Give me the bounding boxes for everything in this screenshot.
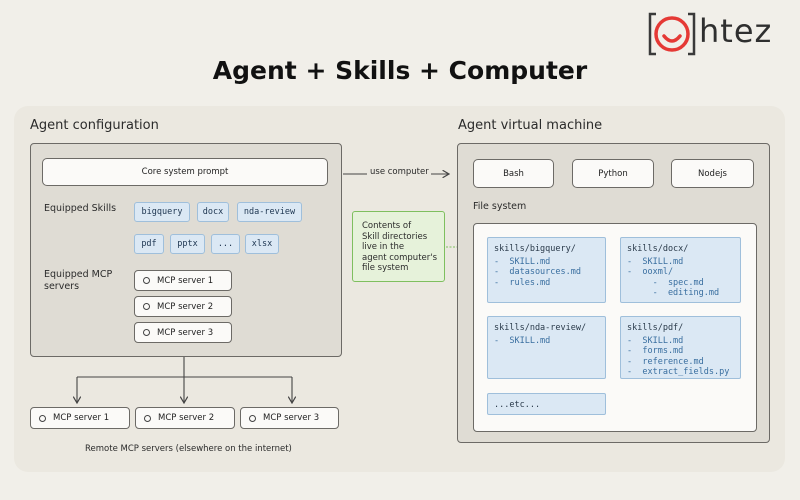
file-entry: - SKILL.md: [627, 256, 684, 267]
nodejs-tool-box: Nodejs: [671, 159, 754, 188]
circle-icon: [249, 414, 256, 422]
mcp-server-label: MCP server 1: [157, 275, 214, 286]
mcp-server-item: MCP server 1: [134, 270, 232, 291]
circle-icon: [39, 414, 46, 422]
file-entry: - SKILL.md: [494, 335, 551, 346]
logo-icon: [648, 12, 696, 56]
directory-name: skills/bigquery/: [494, 244, 576, 254]
file-entry: - forms.md: [627, 346, 684, 356]
equipped-skills-label: Equipped Skills: [44, 203, 117, 214]
page-title: Agent + Skills + Computer: [212, 56, 588, 85]
file-entry: - rules.md: [494, 277, 551, 288]
remote-mcp-server: MCP server 2: [135, 407, 235, 429]
bash-tool-box: Bash: [473, 159, 554, 188]
mcp-server-label: MCP server 2: [157, 301, 214, 312]
file-entry: - datasources.md: [494, 267, 581, 277]
etc-card: ...etc...: [487, 393, 606, 415]
directory-name: skills/pdf/: [627, 323, 684, 333]
circle-icon: [143, 277, 150, 284]
file-entry: - extract_fields.py: [627, 367, 730, 377]
core-system-prompt-box: Core system prompt: [42, 158, 328, 186]
use-computer-label: use computer: [370, 167, 429, 177]
callout-line: Contents of: [362, 221, 412, 231]
remote-mcp-caption: Remote MCP servers (elsewhere on the int…: [85, 444, 292, 454]
logo-text: htez: [699, 12, 773, 50]
skill-directory-card: skills/bigquery/ - SKILL.md - datasource…: [487, 237, 606, 303]
brand-logo: htez: [646, 8, 796, 60]
file-entry: - SKILL.md: [627, 335, 684, 346]
callout-line: Skill directories: [362, 231, 428, 242]
circle-icon: [143, 303, 150, 310]
remote-mcp-server: MCP server 1: [30, 407, 130, 429]
mcp-server-item: MCP server 2: [134, 296, 232, 317]
skill-chip: nda-review: [237, 202, 302, 222]
circle-icon: [143, 329, 150, 336]
file-entry: - ooxml/: [627, 267, 674, 277]
mcp-server-item: MCP server 3: [134, 322, 232, 343]
circle-icon: [144, 414, 151, 422]
vm-label: Agent virtual machine: [458, 118, 603, 133]
skill-directories-callout: Contents of Skill directories live in th…: [352, 211, 445, 282]
remote-mcp-server: MCP server 3: [240, 407, 339, 429]
skill-chip: bigquery: [134, 202, 190, 222]
skill-chip: pptx: [170, 234, 205, 254]
python-tool-box: Python: [572, 159, 654, 188]
skill-chip: xlsx: [245, 234, 279, 254]
remote-mcp-label: MCP server 3: [263, 413, 320, 423]
remote-mcp-label: MCP server 2: [158, 413, 215, 423]
callout-line: live in the: [362, 242, 405, 252]
skill-chip: pdf: [134, 234, 164, 254]
skill-directory-card: skills/pdf/ - SKILL.md - forms.md - refe…: [620, 316, 741, 379]
remote-mcp-label: MCP server 1: [53, 413, 110, 423]
directory-name: skills/nda-review/: [494, 323, 587, 333]
equipped-mcp-label-line2: servers: [44, 281, 80, 292]
etc-label: ...etc...: [494, 400, 541, 410]
mcp-server-label: MCP server 3: [157, 327, 214, 338]
skill-directory-card: skills/nda-review/ - SKILL.md: [487, 316, 606, 379]
callout-line: file system: [362, 263, 409, 273]
callout-line: agent computer's: [362, 252, 438, 263]
skill-chip: ...: [211, 234, 240, 254]
file-entry: - SKILL.md: [494, 256, 551, 267]
skill-directory-card: skills/docx/ - SKILL.md - ooxml/ - spec.…: [620, 237, 741, 303]
file-system-label: File system: [473, 201, 527, 212]
skill-chip: docx: [197, 202, 229, 222]
agent-config-label: Agent configuration: [30, 118, 159, 133]
equipped-mcp-label-line1: Equipped MCP: [44, 269, 113, 280]
file-entry: - spec.md: [627, 277, 704, 288]
directory-name: skills/docx/: [627, 244, 689, 254]
file-entry: - reference.md: [627, 356, 704, 367]
file-entry: - editing.md: [627, 288, 720, 298]
